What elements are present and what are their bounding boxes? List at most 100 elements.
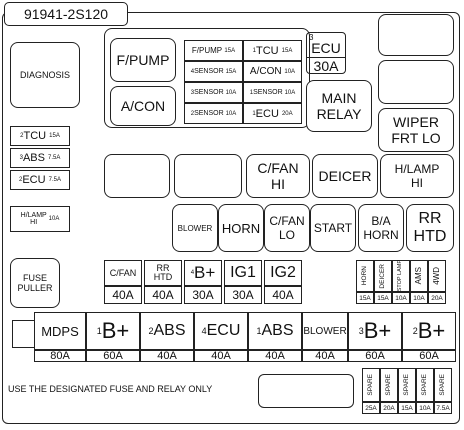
vertical-fuse: 4WD xyxy=(428,260,446,292)
spare-fuse-group: SPARE 25A SPARE 20A SPARE 15A SPARE 10A … xyxy=(362,368,454,414)
vertical-fuse-name: STOP LAMP xyxy=(397,260,404,292)
fuse-row-amp: 40A xyxy=(264,286,302,304)
spare-fuse-name: SPARE xyxy=(384,374,392,396)
spare-fuse-amp: 10A xyxy=(419,404,431,412)
spare-fuse-amp: 15A xyxy=(401,404,413,412)
bottom-fuse-amp: 60A xyxy=(86,350,140,362)
bottom-fuse-amp: 80A xyxy=(50,350,70,362)
left-fuse-amp: 10A xyxy=(48,216,60,222)
mini-fuse-name: TCU xyxy=(255,44,279,57)
left-fuse-num: 3 xyxy=(19,155,23,161)
top-relay-block xyxy=(104,28,310,128)
diagnosis-connector: DIAGNOSIS xyxy=(10,42,80,108)
fuse-row-amp: 40A xyxy=(104,286,142,304)
relay-cfan-lo-label: LO xyxy=(278,228,295,242)
bottom-fuse-amp: 40A xyxy=(157,350,177,362)
mini-fuse-amp: 15A xyxy=(224,47,236,54)
mini-fuse-amp: 10A xyxy=(225,89,237,96)
bottom-fuse-name: BLOWER xyxy=(303,325,347,337)
left-fuse-name: ECU xyxy=(22,174,46,186)
fuse-ecu-top: 3 ECU 30A xyxy=(306,32,346,74)
mini-fuse-num: 1 xyxy=(249,89,254,96)
bottom-fuse-num: 1 xyxy=(96,326,102,336)
mini-fuse-name: SENSOR xyxy=(194,110,224,117)
bottom-fuse-name: B+ xyxy=(417,318,446,343)
fuse-row-name: C/FAN xyxy=(104,260,142,286)
vertical-fuse-amp: 20A xyxy=(431,294,443,302)
spare-fuse: SPARE xyxy=(416,368,434,402)
relay-blower: BLOWER xyxy=(172,204,218,252)
fuse-name: RR xyxy=(156,263,170,273)
mini-fuse-name: SENSOR xyxy=(194,68,224,75)
fuse-amp: 30A xyxy=(192,288,214,302)
relay-cfan-hi: C/FAN HI xyxy=(246,154,310,198)
relay-cfan-lo-label: C/FAN xyxy=(269,214,305,228)
left-fuse-num: 2 xyxy=(20,133,24,139)
left-fuse-amp: 7.5A xyxy=(48,155,61,161)
relay-ba-horn: B/A HORN xyxy=(358,204,404,252)
vertical-fuse-amp: 15A xyxy=(359,294,371,302)
bottom-fuse-amp: 80A xyxy=(34,350,86,362)
relay-acon: A/CON xyxy=(110,86,176,126)
mini-fuse-name: SENSOR xyxy=(194,89,224,96)
spare-fuse-amp: 10A xyxy=(416,402,434,414)
fuse-ecu-top-num: 3 xyxy=(309,33,314,42)
relay-cfan-hi-label: C/FAN xyxy=(257,160,299,176)
bottom-fuse-num: 2 xyxy=(412,326,418,336)
bottom-fuse: BLOWER xyxy=(302,312,348,350)
relay-horn-label: HORN xyxy=(221,220,261,236)
fuse-ecu-top-name: ECU xyxy=(311,40,341,56)
relay-fpump-label: F/PUMP xyxy=(116,52,170,68)
relay-rr-htd-label: HTD xyxy=(413,228,447,245)
mini-fuse-num: 4 xyxy=(190,68,195,75)
bottom-fuse-amp: 40A xyxy=(315,350,335,362)
relay-rr-htd: RR HTD xyxy=(406,204,454,252)
spare-fuse-amp: 20A xyxy=(380,402,398,414)
fuse-num: 4 xyxy=(190,270,195,276)
bottom-fuse-name: MDPS xyxy=(41,323,79,339)
fuse-row-name: RR HTD xyxy=(144,260,182,286)
bottom-fuse-amp: 60A xyxy=(103,350,123,362)
relay-ba-horn-label: HORN xyxy=(363,228,399,242)
bottom-fuse-amp: 40A xyxy=(265,350,285,362)
fuse-row-amp: 40A xyxy=(144,286,182,304)
vertical-fuse-amp: 10A xyxy=(413,294,425,302)
relay-wiper-label: WIPER xyxy=(393,114,439,130)
relay-slot-empty xyxy=(378,60,454,104)
relay-fpump: F/PUMP xyxy=(110,38,176,82)
bottom-fuse-name: B+ xyxy=(101,318,130,343)
relay-wiper: WIPER FRT LO xyxy=(378,108,454,152)
fuse-amp: 30A xyxy=(232,288,254,302)
spare-fuse-name: SPARE xyxy=(438,374,446,396)
mini-fuse-amp: 15A xyxy=(225,68,237,75)
bottom-fuse-name: ECU xyxy=(206,322,241,339)
spare-fuse-name: SPARE xyxy=(402,374,410,396)
bottom-fuse-num: 3 xyxy=(358,326,364,336)
mini-fuse-num: 3 xyxy=(190,89,195,96)
relay-cfan-hi-label: HI xyxy=(271,176,285,192)
relay-ba-horn-label: B/A xyxy=(371,214,391,228)
relay-main-label: RELAY xyxy=(316,106,362,122)
bottom-fuse-name: B+ xyxy=(363,318,392,343)
left-fuse-name: ABS xyxy=(22,152,45,164)
mini-fuse-amp: 10A xyxy=(284,89,296,96)
relay-acon-label: A/CON xyxy=(120,98,166,114)
fuse-name: IG2 xyxy=(270,264,296,281)
mini-fuse: F/PUMP 15A xyxy=(184,40,243,61)
relay-hlamp-hi: H/LAMP HI xyxy=(380,154,454,198)
bottom-fuse-name: ABS xyxy=(261,322,294,339)
vertical-fuse-amp: 10A xyxy=(392,292,410,304)
vertical-fuse: HORN xyxy=(356,260,374,292)
relay-deicer: DEICER xyxy=(312,154,378,198)
fuse-puller-label: PULLER xyxy=(17,283,53,293)
